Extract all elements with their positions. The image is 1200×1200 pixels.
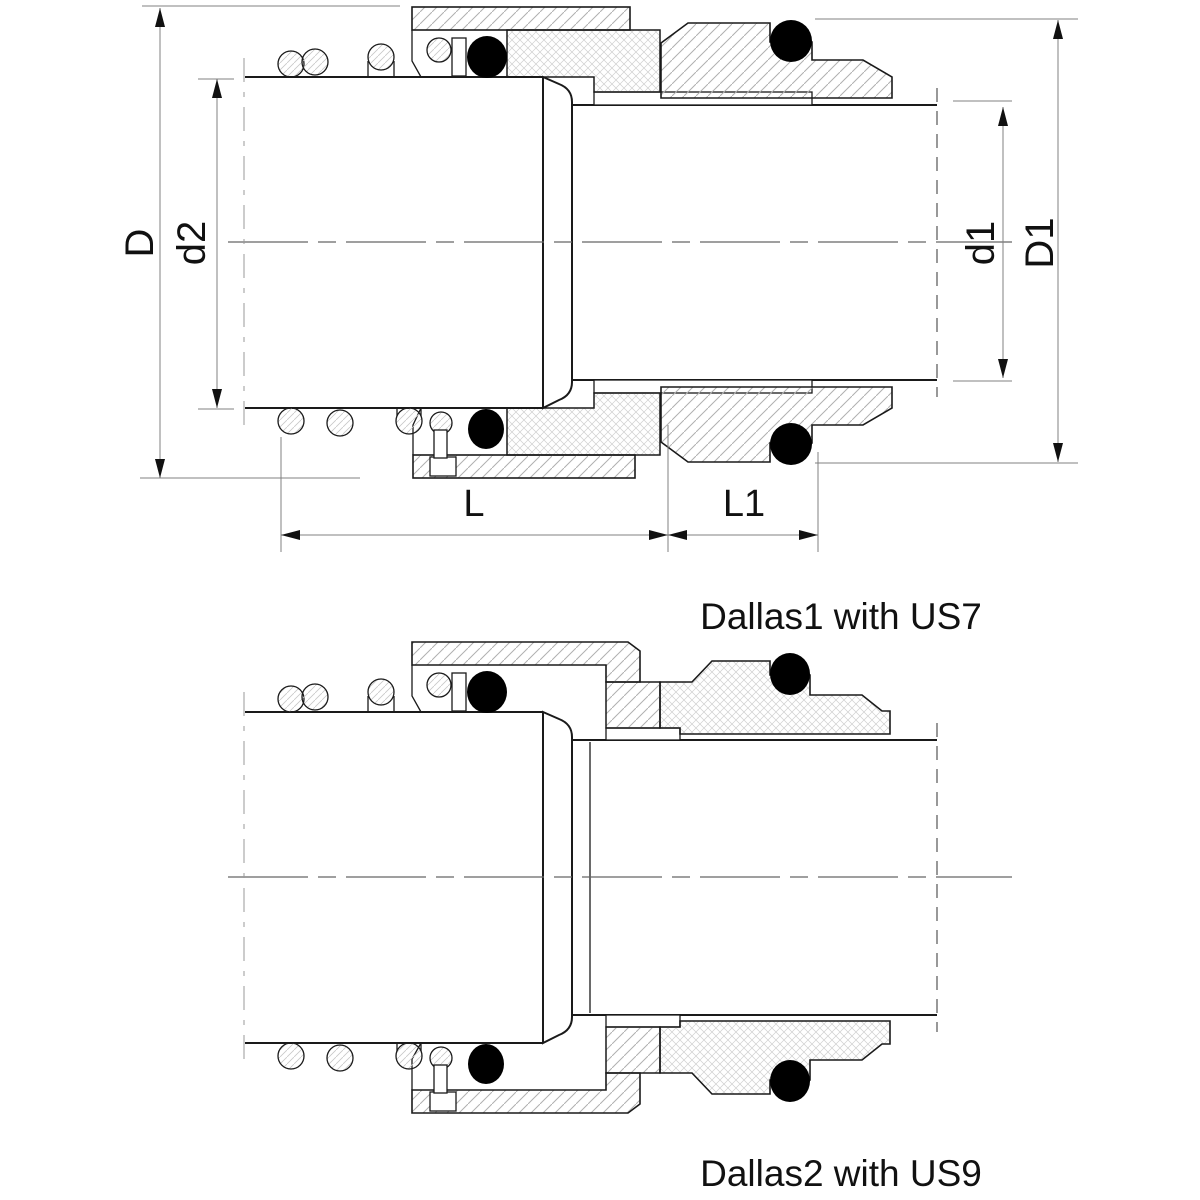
retainer-band-top [411, 6, 631, 31]
caption-dallas1: Dallas1 with US7 [700, 596, 982, 637]
seat-us7-top [660, 22, 893, 99]
set-screw [429, 1091, 457, 1112]
o-ring [467, 671, 507, 713]
drive-pin [451, 672, 467, 712]
dimension-L [280, 425, 669, 552]
drive-pin [433, 429, 448, 459]
o-ring [770, 653, 810, 695]
o-ring [770, 1060, 810, 1102]
diagram-dallas2 [228, 641, 1012, 1114]
diagram-dallas1: D d2 d1 D1 [118, 5, 1078, 552]
spring-coil [277, 1042, 305, 1070]
seat-us9-bottom [659, 1020, 891, 1095]
spring-coil [367, 678, 395, 706]
spring-coil [326, 1044, 354, 1072]
drive-pin [451, 37, 467, 77]
spring-coil [277, 50, 305, 78]
retainer-band-bottom [412, 454, 636, 479]
spring-coil [367, 43, 395, 71]
seat-plate-bottom [605, 1014, 681, 1028]
dimension-label-D: D [118, 229, 162, 258]
dimension-L1 [668, 452, 819, 552]
seal-face-bottom [605, 1026, 661, 1074]
spring-coil [426, 672, 452, 698]
retainer-wall-top [411, 30, 422, 78]
dimension-label-D1: D1 [1018, 217, 1062, 268]
spring-coil [301, 683, 329, 711]
spring-coil [301, 48, 329, 76]
seal-face-top [605, 681, 661, 729]
o-ring [770, 423, 812, 465]
seat-us9-top [659, 660, 891, 735]
dimension-d1 [953, 100, 1012, 382]
o-ring [770, 20, 812, 62]
spring-coil [277, 685, 305, 713]
spring-coil [326, 409, 354, 437]
set-screw [429, 456, 457, 477]
dimension-label-d2: d2 [170, 221, 214, 266]
seat-us7-bottom [660, 386, 893, 463]
spring-coil [277, 407, 305, 435]
drive-pin [433, 1064, 448, 1094]
retainer-band-top [411, 641, 641, 683]
o-ring [468, 409, 504, 449]
seat-plate-top [605, 727, 681, 741]
retainer-wall-top [411, 665, 422, 713]
caption-dallas2: Dallas2 with US9 [700, 1153, 982, 1194]
o-ring [468, 1044, 504, 1084]
spring-coil [395, 407, 423, 435]
dimension-D [140, 5, 400, 479]
spring-coil [395, 1042, 423, 1070]
spring-coil [426, 37, 452, 63]
dimension-label-L1: L1 [723, 483, 765, 525]
dimension-label-L: L [463, 483, 484, 525]
o-ring [467, 36, 507, 78]
dimension-D1 [815, 18, 1078, 464]
dimension-label-d1: d1 [959, 221, 1003, 266]
dimension-d2 [198, 78, 234, 410]
